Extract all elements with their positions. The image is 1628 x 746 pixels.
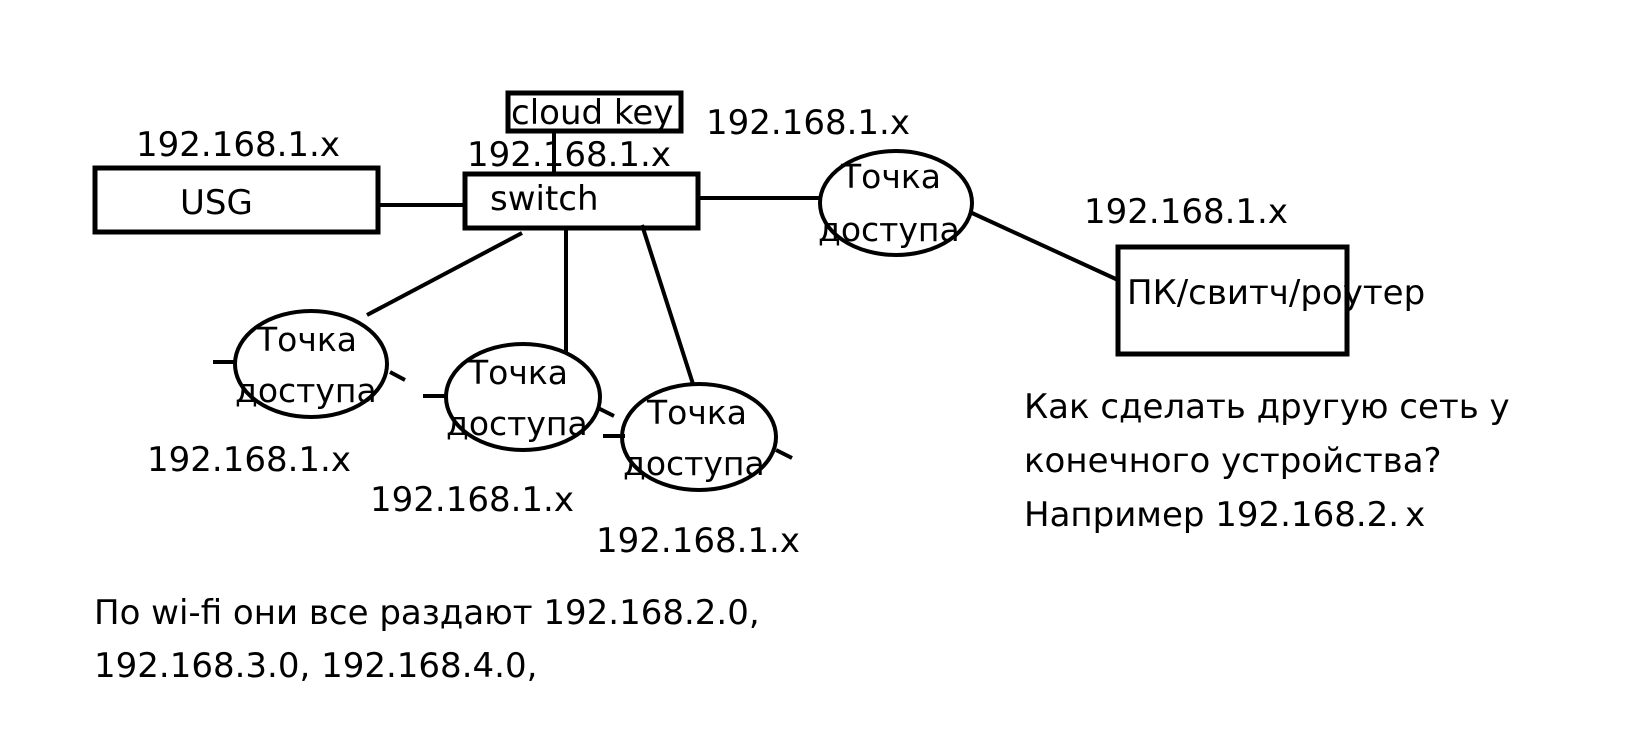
switch-ip: 192.168.1.x (467, 135, 671, 175)
usg-label: USG (180, 183, 253, 223)
access-point-1-label-2: доступа (235, 371, 377, 410)
question-line-1: Как сделать другую сеть у (1024, 387, 1510, 427)
usg-box (92, 165, 381, 235)
end-device-node: ПК/свитч/роутер 192.168.1.x (1084, 192, 1425, 357)
access-point-1-ip: 192.168.1.x (147, 440, 351, 480)
stub-ap1-right (389, 370, 406, 382)
link-ap-right-end-device (971, 211, 1119, 282)
note-line-2: 192.168.3.0, 192.168.4.0, (94, 646, 537, 686)
access-point-right-label-2: доступа (818, 210, 960, 249)
access-point-right: Точка доступа 192.168.1.x (706, 103, 974, 257)
access-point-2-label-1: Точка (467, 353, 568, 392)
usg-node: USG 192.168.1.x (92, 125, 381, 235)
question-line-3: Например 192.168.2.x (1024, 495, 1425, 535)
question-line-2: конечного устройства? (1024, 441, 1442, 481)
question-line-3-main: Например 192.168.2. (1024, 495, 1399, 535)
question-block: Как сделать другую сеть у конечного устр… (1024, 387, 1510, 535)
access-point-1-label-1: Точка (256, 320, 357, 359)
cloud-key-label: cloud key (511, 93, 673, 133)
switch-label: switch (490, 179, 599, 219)
cloud-key-node: cloud key (505, 90, 684, 134)
access-point-right-label-1: Точка (840, 157, 941, 196)
usg-ip: 192.168.1.x (136, 125, 340, 165)
access-point-right-ellipse (818, 149, 974, 257)
end-device-ip: 192.168.1.x (1084, 192, 1288, 232)
link-switch-ap-1 (366, 231, 523, 317)
note-line-1: По wi-fi они все раздают 192.168.2.0, (94, 593, 760, 633)
switch-node: switch 192.168.1.x (462, 135, 701, 231)
stub-ap3-right (775, 448, 793, 460)
access-point-3-ellipse (620, 382, 778, 492)
access-point-2-label-2: доступа (446, 404, 588, 443)
access-point-2-ip: 192.168.1.x (370, 480, 574, 520)
access-point-3: Точка доступа 192.168.1.x (596, 382, 800, 561)
cloud-key-box (505, 90, 684, 134)
access-point-3-ip: 192.168.1.x (596, 521, 800, 561)
end-device-box (1115, 244, 1350, 357)
question-line-3-suffix: x (1405, 495, 1425, 535)
access-point-3-label-1: Точка (646, 393, 747, 432)
link-switch-ap-3 (640, 224, 695, 385)
switch-box (462, 171, 701, 231)
access-point-1: Точка доступа 192.168.1.x (147, 309, 389, 480)
access-point-1-ellipse (233, 309, 389, 419)
stub-ap2-right (597, 406, 615, 418)
access-point-right-ip: 192.168.1.x (706, 103, 910, 143)
access-point-2: Точка доступа 192.168.1.x (370, 342, 602, 520)
access-point-3-label-2: доступа (623, 444, 765, 483)
end-device-label: ПК/свитч/роутер (1127, 273, 1425, 313)
note-block: По wi-fi они все раздают 192.168.2.0, 19… (94, 593, 760, 686)
access-point-2-ellipse (444, 342, 602, 452)
